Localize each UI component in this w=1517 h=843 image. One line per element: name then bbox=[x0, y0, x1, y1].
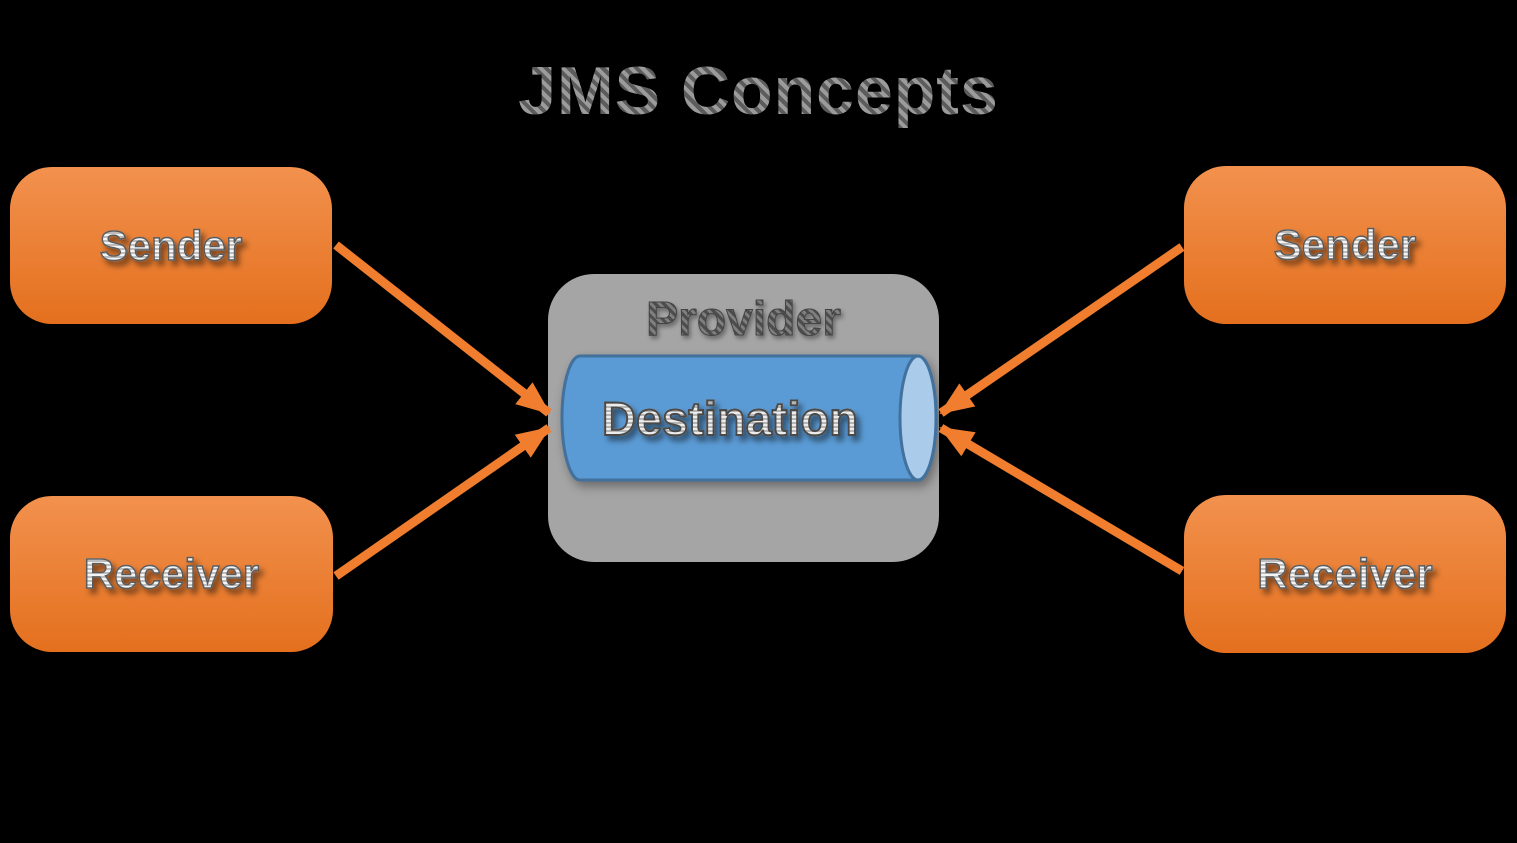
diagram-title: JMS Concepts bbox=[0, 52, 1517, 130]
arrow-receiver-left-to-destination bbox=[333, 424, 552, 580]
sender-left-node: Sender bbox=[10, 167, 332, 324]
provider-label: Provider bbox=[548, 292, 939, 347]
destination-cylinder bbox=[560, 354, 938, 482]
sender-left-label: Sender bbox=[99, 221, 243, 270]
receiver-left-node: Receiver bbox=[10, 496, 333, 652]
arrow-receiver-right-to-destination bbox=[938, 424, 1185, 575]
receiver-right-node: Receiver bbox=[1184, 495, 1506, 653]
sender-right-label: Sender bbox=[1273, 220, 1417, 269]
arrow-sender-left-to-destination bbox=[333, 241, 552, 417]
sender-right-node: Sender bbox=[1184, 166, 1506, 324]
arrow-sender-right-to-destination bbox=[938, 243, 1185, 417]
destination-label: Destination bbox=[551, 352, 909, 484]
cylinder-cap bbox=[898, 354, 938, 482]
receiver-right-label: Receiver bbox=[1257, 549, 1434, 598]
receiver-left-label: Receiver bbox=[83, 549, 260, 598]
